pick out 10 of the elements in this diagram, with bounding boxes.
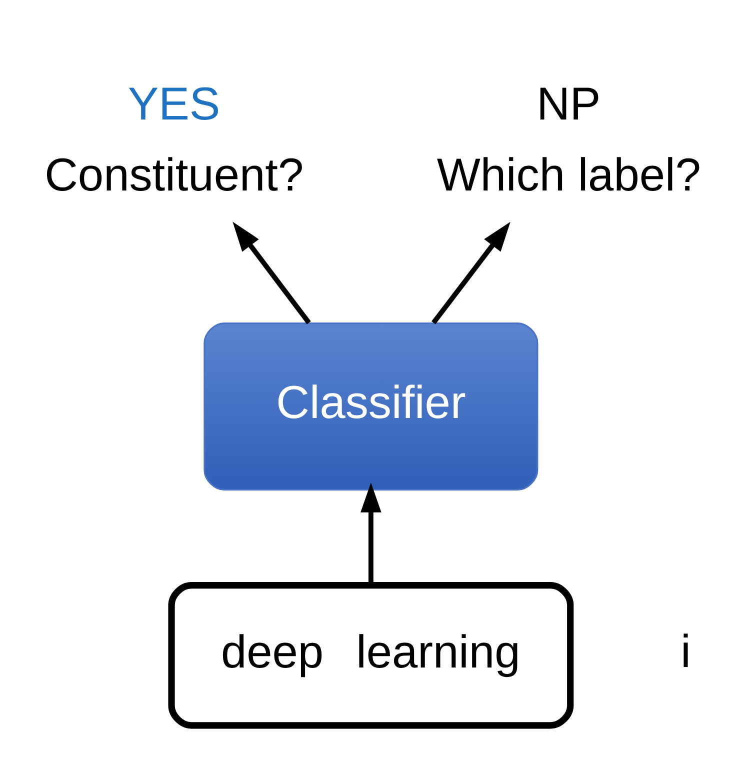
- node-label: YES: [128, 77, 220, 130]
- node-label: NP: [536, 77, 601, 130]
- label: i: [680, 624, 691, 676]
- arrow: [432, 221, 510, 324]
- node-box: Classifier: [204, 322, 538, 490]
- arrow: [360, 482, 382, 585]
- node-box: deep learning: [168, 582, 574, 728]
- arrow: [232, 221, 311, 324]
- node-text: Which label?: [436, 148, 701, 200]
- node-text: Constituent?: [44, 148, 304, 200]
